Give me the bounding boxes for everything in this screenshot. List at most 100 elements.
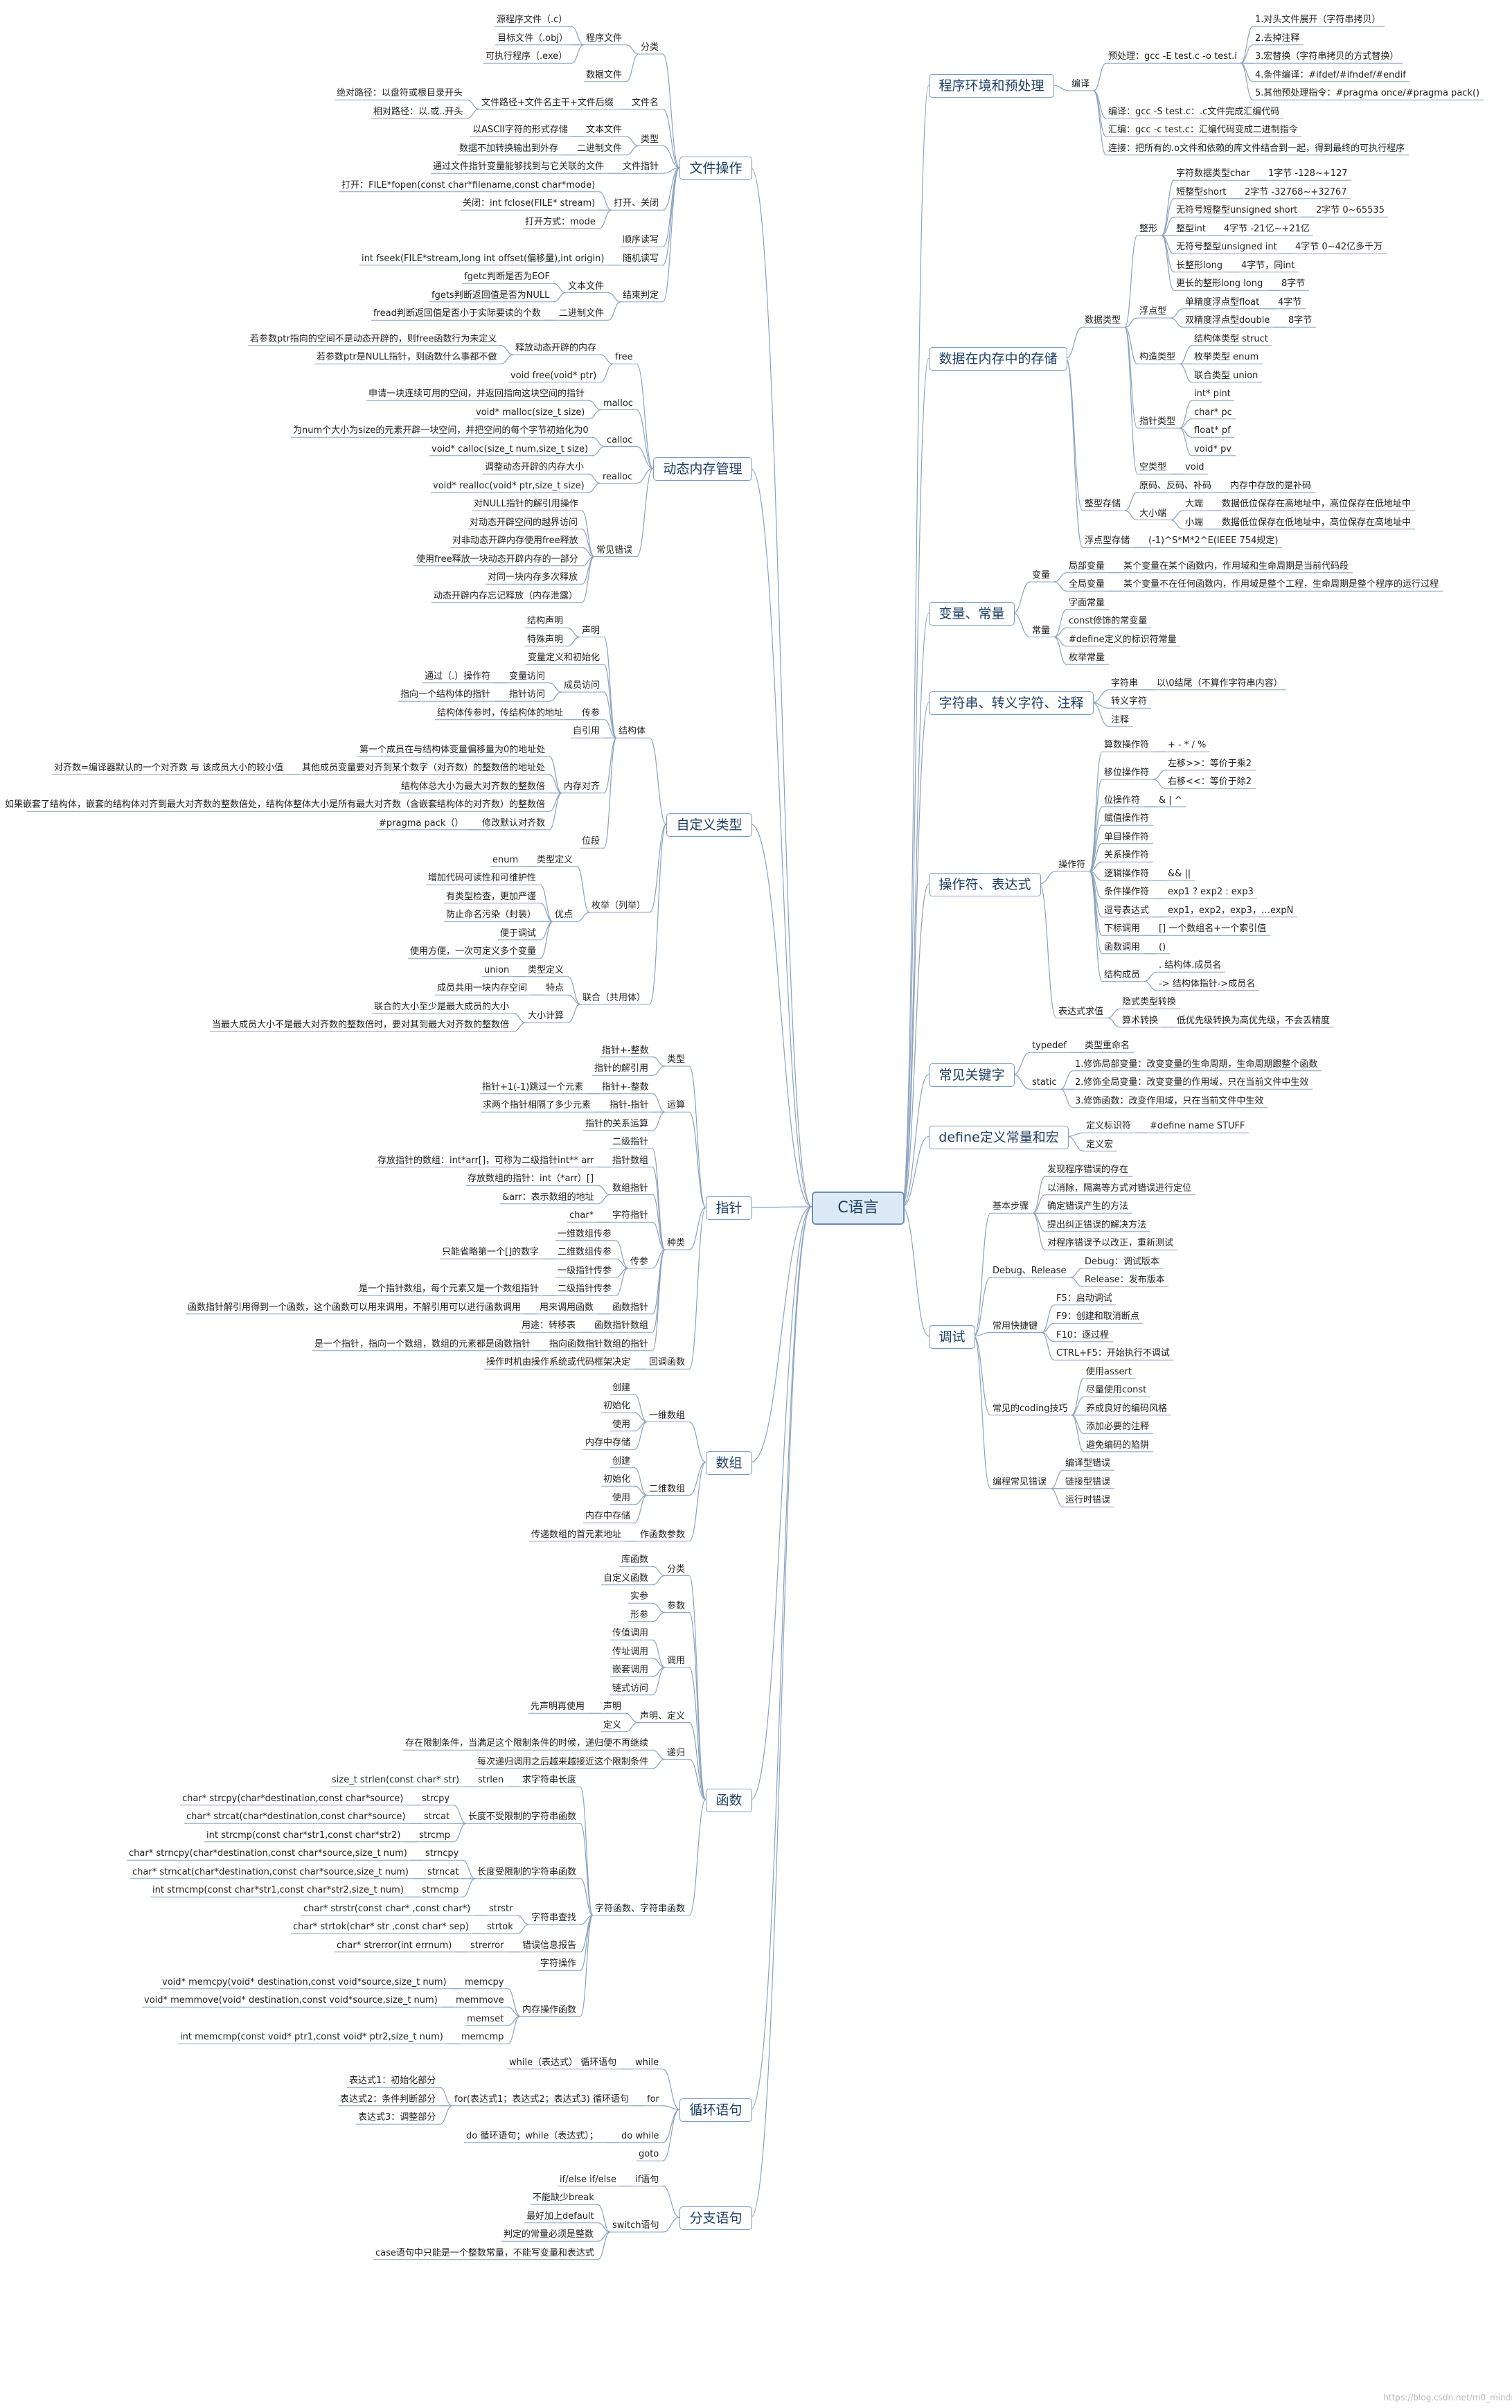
branch-常见关键字[interactable]: 常见关键字 xyxy=(929,1063,1015,1087)
topic-指针-1-1-跳过一个元素[interactable]: 指针+1(-1)跳过一个元素 xyxy=(482,1081,584,1092)
topic-字符函数-字符串函数[interactable]: 字符函数、字符串函数 xyxy=(595,1903,686,1914)
topic-exp1-exp2-exp3[interactable]: exp1 ? exp2 : exp3 xyxy=(1168,887,1254,898)
topic-避免编码的陷阱[interactable]: 避免编码的陷阱 xyxy=(1086,1440,1150,1451)
topic-strncmp[interactable]: strncmp xyxy=(422,1885,459,1896)
topic-整形[interactable]: 整形 xyxy=(1139,223,1158,234)
topic-通过文件指针变量能够找到与它关联的文件[interactable]: 通过文件指针变量能够找到与它关联的文件 xyxy=(433,161,605,172)
topic-size-t-strlen-const-char-str[interactable]: size_t strlen(const char* str) xyxy=(332,1775,460,1786)
topic-item[interactable]: && || xyxy=(1168,868,1191,879)
branch-调试[interactable]: 调试 xyxy=(929,1325,975,1349)
topic-连接-把所有的-o文件和依赖的库文件结合到一起-得到最终的可执行程序[interactable]: 连接：把所有的.o文件和依赖的库文件结合到一起，得到最终的可执行程序 xyxy=(1108,143,1405,154)
topic-整型存储[interactable]: 整型存储 xyxy=(1085,499,1121,510)
topic-参数[interactable]: 参数 xyxy=(667,1600,686,1611)
topic-二维数组[interactable]: 二维数组 xyxy=(649,1483,686,1494)
topic-float-pf[interactable]: float* pf xyxy=(1194,425,1231,436)
topic-优点[interactable]: 优点 xyxy=(555,910,573,921)
topic-debug-release[interactable]: Debug、Release xyxy=(993,1266,1067,1276)
topic-预处理-gcc-e-test-c-o-test-i[interactable]: 预处理：gcc -E test.c -o test.i xyxy=(1108,51,1237,62)
topic-局部变量[interactable]: 局部变量 xyxy=(1069,560,1105,572)
topic-回调函数[interactable]: 回调函数 xyxy=(649,1357,686,1368)
topic-strcpy[interactable]: strcpy xyxy=(422,1793,450,1804)
topic-while[interactable]: while xyxy=(635,2057,659,2068)
topic-void-memcpy-void-destination-const-void-[interactable]: void* memcpy(void* destination,const voi… xyxy=(162,1976,447,1988)
topic-创建[interactable]: 创建 xyxy=(612,1382,631,1393)
topic-调整动态开辟的内存大小[interactable]: 调整动态开辟的内存大小 xyxy=(485,462,585,473)
topic-用来调用函数[interactable]: 用来调用函数 xyxy=(540,1302,594,1313)
topic-嵌套调用[interactable]: 嵌套调用 xyxy=(612,1665,649,1676)
topic-do-while[interactable]: do while xyxy=(621,2130,659,2141)
branch-自定义类型[interactable]: 自定义类型 xyxy=(666,813,752,837)
topic-以消除-隔离等方式对错误进行定位[interactable]: 以消除，隔离等方式对错误进行定位 xyxy=(1047,1183,1192,1194)
topic-void-malloc-size-t-size[interactable]: void* malloc(size_t size) xyxy=(476,407,585,418)
topic-下标调用[interactable]: 下标调用 xyxy=(1104,923,1141,935)
topic-f9-创建和取消断点[interactable]: F9：创建和取消断点 xyxy=(1056,1311,1139,1322)
topic-fread判断返回值是否小于实际要读的个数[interactable]: fread判断返回值是否小于实际要读的个数 xyxy=(373,308,541,319)
topic-数据文件[interactable]: 数据文件 xyxy=(586,69,623,80)
topic-strerror[interactable]: strerror xyxy=(470,1940,504,1951)
topic-4-条件编译-ifdef-ifndef-endif[interactable]: 4.条件编译：#ifdef/#ifndef/#endif xyxy=(1255,69,1406,80)
topic-程序文件[interactable]: 程序文件 xyxy=(586,33,623,44)
topic-类型定义[interactable]: 类型定义 xyxy=(537,854,573,865)
topic-二级指针传参[interactable]: 二级指针传参 xyxy=(558,1284,612,1295)
topic-文件指针[interactable]: 文件指针 xyxy=(623,161,659,172)
topic-1字节-128-127[interactable]: 1字节 -128~+127 xyxy=(1268,168,1348,179)
topic-赋值操作符[interactable]: 赋值操作符 xyxy=(1104,813,1150,824)
topic-是一个指针-指向一个数组-数组的元素都是函数指针[interactable]: 是一个指针，指向一个数组，数组的元素都是函数指针 xyxy=(314,1338,531,1349)
topic-strstr[interactable]: strstr xyxy=(489,1903,513,1914)
topic-长度不受限制的字符串函数[interactable]: 长度不受限制的字符串函数 xyxy=(468,1812,577,1823)
topic-char-strtok-char-str-const-char-sep[interactable]: char* strtok(char* str ,const char* sep) xyxy=(293,1922,469,1933)
topic-使用[interactable]: 使用 xyxy=(612,1419,631,1430)
topic-static[interactable]: static xyxy=(1032,1077,1057,1088)
topic-编译-gcc-s-test-c-c文件完成汇编代码[interactable]: 编译：gcc -S test.c：.c文件完成汇编代码 xyxy=(1108,106,1280,117)
branch-动态内存管理[interactable]: 动态内存管理 xyxy=(653,457,752,481)
topic-是一个指针数组-每个元素又是一个数组指针[interactable]: 是一个指针数组，每个元素又是一个数组指针 xyxy=(359,1284,540,1295)
topic-strcmp[interactable]: strcmp xyxy=(419,1830,450,1841)
topic-最好加上default[interactable]: 最好加上default xyxy=(526,2211,594,2222)
topic-指针类型[interactable]: 指针类型 xyxy=(1139,416,1176,427)
topic-传参[interactable]: 传参 xyxy=(582,707,601,718)
topic-存在限制条件-当满足这个限制条件的时候-递归便不再继续[interactable]: 存在限制条件，当满足这个限制条件的时候，递归便不再继续 xyxy=(405,1738,649,1749)
topic-当最大成员大小不是最大对齐数的整数倍时-要对其到最大对齐数的整数倍[interactable]: 当最大成员大小不是最大对齐数的整数倍时，要对其到最大对齐数的整数倍 xyxy=(212,1020,510,1031)
topic-内存中存储[interactable]: 内存中存储 xyxy=(585,1511,631,1522)
branch-文件操作[interactable]: 文件操作 xyxy=(679,157,752,181)
topic-free[interactable]: free xyxy=(615,352,633,363)
topic-动态开辟内存忘记释放-内存泄露[interactable]: 动态开辟内存忘记释放（内存泄露） xyxy=(434,590,578,601)
topic-链接型错误[interactable]: 链接型错误 xyxy=(1065,1476,1111,1487)
branch-循环语句[interactable]: 循环语句 xyxy=(679,2098,752,2122)
topic-长度受限制的字符串函数[interactable]: 长度受限制的字符串函数 xyxy=(477,1866,577,1877)
topic-结构体[interactable]: 结构体 xyxy=(619,726,646,737)
topic-enum[interactable]: enum xyxy=(492,854,519,865)
topic-枚举-列举[interactable]: 枚举（列举） xyxy=(592,901,646,911)
topic-memcmp[interactable]: memcmp xyxy=(461,2032,504,2043)
topic-strlen[interactable]: strlen xyxy=(478,1775,504,1786)
topic-item[interactable]: & | ^ xyxy=(1159,795,1182,806)
topic-目标文件-obj[interactable]: 目标文件（.obj） xyxy=(497,33,568,44)
topic-1-修饰局部变量-改变变量的生命周期-生命周期跟整个函数[interactable]: 1.修饰局部变量：改变变量的生命周期，生命周期跟整个函数 xyxy=(1075,1059,1318,1070)
topic-内存中存放的是补码[interactable]: 内存中存放的是补码 xyxy=(1230,480,1312,491)
topic-自引用[interactable]: 自引用 xyxy=(573,726,601,737)
topic-item[interactable]: () xyxy=(1159,941,1166,953)
topic-for[interactable]: for xyxy=(647,2093,659,2105)
topic-全局变量[interactable]: 全局变量 xyxy=(1069,579,1105,590)
topic-错误信息报告[interactable]: 错误信息报告 xyxy=(522,1940,577,1951)
topic-若参数ptr是null指针-则函数什么事都不做[interactable]: 若参数ptr是NULL指针，则函数什么事都不做 xyxy=(317,352,497,363)
topic-绝对路径-以盘符或根目录开头[interactable]: 绝对路径：以盘符或根目录开头 xyxy=(337,88,463,99)
topic-二级指针[interactable]: 二级指针 xyxy=(612,1137,649,1148)
topic-实参[interactable]: 实参 xyxy=(630,1591,649,1602)
topic-形参[interactable]: 形参 xyxy=(630,1609,649,1620)
topic-1-s-m-2-e-ieee-754规定[interactable]: (-1)^S*M*2^E(IEEE 754规定) xyxy=(1148,535,1279,547)
topic-一个数组名-一个索引值[interactable]: [] 一个数组名+一个索引值 xyxy=(1159,923,1267,935)
topic-memmove[interactable]: memmove xyxy=(456,1995,504,2006)
topic-便于调试[interactable]: 便于调试 xyxy=(500,928,537,939)
topic-某个变量在某个函数内-作用域和生命周期是当前代码段[interactable]: 某个变量在某个函数内，作用域和生命周期是当前代码段 xyxy=(1123,560,1349,572)
topic-define定义的标识符常量[interactable]: #define定义的标识符常量 xyxy=(1069,634,1177,645)
topic-类型定义[interactable]: 类型定义 xyxy=(528,964,564,975)
topic-4字节-0-42亿多千万[interactable]: 4字节 0~42亿多千万 xyxy=(1295,242,1383,253)
topic-移位操作符[interactable]: 移位操作符 xyxy=(1104,768,1150,778)
topic-创建[interactable]: 创建 xyxy=(612,1455,631,1467)
topic-指针-整数[interactable]: 指针+-整数 xyxy=(602,1045,649,1056)
topic-有类型检查-更加严谨[interactable]: 有类型检查，更加严谨 xyxy=(446,891,537,902)
topic-表达式1-初始化部分[interactable]: 表达式1：初始化部分 xyxy=(349,2075,436,2087)
topic-右移-等价于除2[interactable]: 右移<<：等价于除2 xyxy=(1168,777,1252,788)
topic-文本文件[interactable]: 文本文件 xyxy=(586,125,623,136)
